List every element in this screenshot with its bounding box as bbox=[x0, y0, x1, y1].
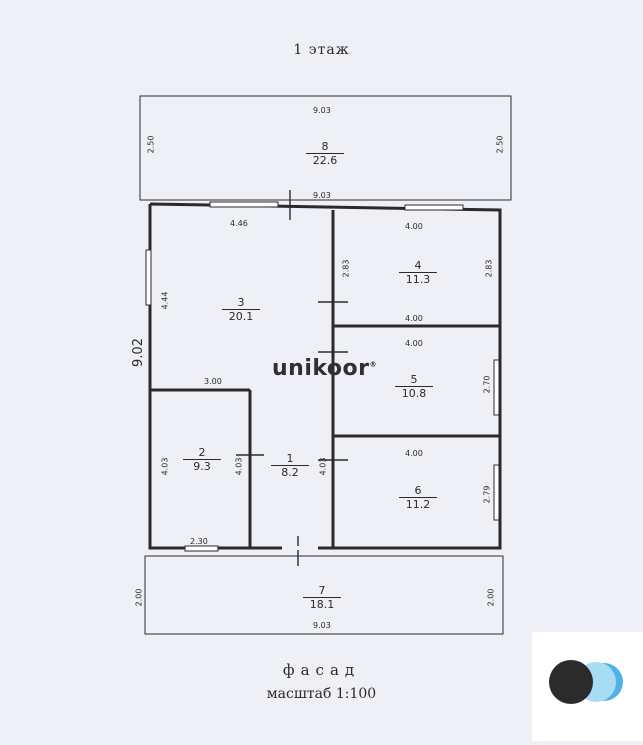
terrace-top-outline bbox=[139, 95, 512, 201]
scale-label: масштаб 1:100 bbox=[266, 686, 377, 702]
dim-room5-top: 4.00 bbox=[405, 339, 423, 348]
dim-total-height: 9.02 bbox=[130, 338, 146, 367]
dim-bottom-left: 2.00 bbox=[134, 588, 144, 607]
window-left bbox=[145, 249, 152, 306]
window-right-5 bbox=[493, 359, 500, 416]
dim-room3-right-height: 2.83 bbox=[341, 259, 351, 278]
dim-room4-height: 2.83 bbox=[484, 259, 494, 278]
unikoor-logo: unikoor® bbox=[272, 356, 377, 381]
circles-badge-icon bbox=[549, 660, 623, 704]
dim-corridor-width: 3.00 bbox=[204, 377, 222, 386]
dim-room1-right-height: 4.03 bbox=[318, 457, 328, 476]
dim-room3-height: 4.44 bbox=[160, 291, 170, 310]
window-top-left bbox=[209, 201, 279, 208]
dim-bottom-width: 9.03 bbox=[313, 621, 331, 630]
dim-room5-height: 2.70 bbox=[482, 375, 492, 394]
dim-room6-height: 2.79 bbox=[482, 485, 492, 504]
floor-title: 1 этаж bbox=[293, 42, 350, 58]
dim-room1-left-height: 4.03 bbox=[234, 457, 244, 476]
dim-room3-width: 4.46 bbox=[230, 219, 248, 228]
facade-label: фасад bbox=[282, 661, 361, 679]
outer-wall bbox=[148, 202, 502, 550]
dim-mid-width: 9.03 bbox=[313, 191, 331, 200]
dim-top-width: 9.03 bbox=[313, 106, 331, 115]
dim-room2-height: 4.03 bbox=[160, 457, 170, 476]
dim-room4-width: 4.00 bbox=[405, 222, 423, 231]
window-top-right bbox=[404, 204, 464, 211]
dim-room6-top: 4.00 bbox=[405, 449, 423, 458]
terrace-bottom-outline bbox=[144, 555, 504, 635]
dim-room4-bottom: 4.00 bbox=[405, 314, 423, 323]
window-bottom bbox=[184, 545, 219, 552]
dim-room2-width: 2.30 bbox=[190, 537, 208, 546]
dim-top-right: 2.50 bbox=[495, 135, 505, 154]
corner-badge bbox=[532, 632, 643, 741]
dim-top-left: 2.50 bbox=[146, 135, 156, 154]
dim-bottom-right: 2.00 bbox=[486, 588, 496, 607]
window-right-6 bbox=[493, 464, 500, 521]
